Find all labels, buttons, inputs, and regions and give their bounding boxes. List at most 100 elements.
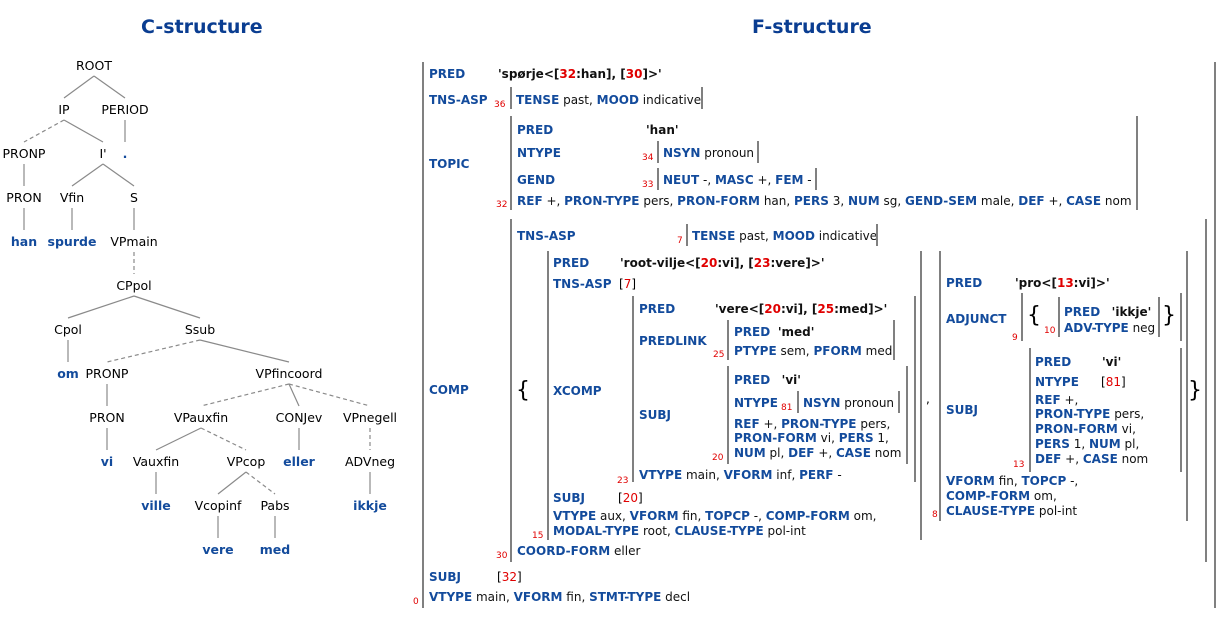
tree-node-med: med — [260, 542, 290, 557]
tree-node-period: PERIOD — [101, 102, 148, 117]
conj2-features-2: COMP-FORM om, — [946, 489, 1057, 503]
fs-tns-asp-label: TNS-ASP — [429, 93, 488, 107]
topic-features: REF +, PRON-TYPE pers, PRON-FORM han, PE… — [517, 194, 1132, 208]
outer-right-bar — [1214, 62, 1216, 608]
tree-node-dot: . — [123, 146, 128, 161]
topic-left-bar — [510, 116, 512, 210]
tns-asp-left-bar — [510, 87, 512, 109]
adjunct-right-bar — [1180, 293, 1182, 341]
conj1-pred-value: 'root-vilje<[20:vi], [23:vere]>' — [620, 256, 825, 270]
xcomp-subj-ntype-value: NSYN pronoun — [803, 396, 895, 410]
adjunct-index: 9 — [1012, 333, 1018, 343]
conj2-subj-label: SUBJ — [946, 403, 978, 417]
conj2-subj-index: 13 — [1013, 460, 1025, 470]
topic-ntype-right-bar — [757, 141, 759, 163]
comp-label: COMP — [429, 383, 469, 397]
c-structure-title: C-structure — [141, 16, 263, 38]
tree-node-om: om — [57, 366, 79, 381]
conj2-subj-pred-label: PRED — [1035, 355, 1072, 369]
fs-pred-label: PRED — [429, 67, 466, 81]
tree-node-vpmain: VPmain — [110, 234, 157, 249]
conj2-subj-features-1: REF +, — [1035, 393, 1079, 407]
predlink-features: PTYPE sem, PFORM med — [734, 344, 893, 358]
tree-node-spurde: spurde — [48, 234, 97, 249]
tree-edge-vpcop-pabs — [245, 471, 276, 495]
tree-node-advneg: ADVneg — [345, 454, 395, 469]
conj1-features-1: VTYPE aux, VFORM fin, TOPCP -, COMP-FORM… — [553, 509, 877, 523]
comp-right-bar — [1205, 219, 1207, 562]
xcomp-subj-label: SUBJ — [639, 408, 671, 422]
coord-form: COORD-FORM eller — [517, 544, 641, 558]
conj2-features-3: CLAUSE-TYPE pol-int — [946, 504, 1078, 518]
tree-node-cppol: CPpol — [116, 278, 151, 293]
tree-edge-vpauxfin-vauxfin — [155, 427, 202, 451]
adjunct-features: ADV-TYPE neg — [1064, 321, 1156, 335]
conj2-features-1: VFORM fin, TOPCP -, — [946, 474, 1079, 488]
comp-tns-right-bar — [876, 224, 878, 246]
fs-subj-ref: [32] — [497, 570, 522, 584]
conj2-subj-features-2: PRON-TYPE pers, — [1035, 407, 1145, 421]
topic-pred-label: PRED — [517, 123, 554, 137]
topic-ntype-label: NTYPE — [517, 146, 561, 160]
conj2-subj-right-bar — [1180, 348, 1182, 472]
predlink-label: PREDLINK — [639, 334, 707, 348]
conj-separator: , — [926, 392, 930, 406]
predlink-right-bar — [893, 320, 895, 360]
xcomp-subj-ntype-label: NTYPE — [734, 396, 778, 410]
topic-ntype-left-bar — [657, 141, 659, 163]
tree-node-vpcop: VPcop — [227, 454, 266, 469]
topic-ntype-index: 34 — [642, 153, 654, 163]
fs-tns-asp-index: 36 — [494, 100, 506, 110]
tree-node-vpnegell: VPnegell — [343, 410, 397, 425]
topic-ntype-value: NSYN pronoun — [663, 146, 755, 160]
tree-node-pron2: PRON — [89, 410, 124, 425]
fs-subj-label: SUBJ — [429, 570, 461, 584]
conj2-subj-features-5: DEF +, CASE nom — [1035, 452, 1149, 466]
outer-left-bar — [422, 62, 424, 608]
xcomp-subj-ntype-left-bar — [797, 391, 799, 413]
predlink-left-bar — [727, 320, 729, 360]
topic-label: TOPIC — [429, 157, 470, 171]
xcomp-index: 23 — [617, 476, 629, 486]
tree-node-vpfincoord: VPfincoord — [256, 366, 323, 381]
root-features: VTYPE main, VFORM fin, STMT-TYPE decl — [429, 590, 691, 604]
conj1-tns-asp-label: TNS-ASP — [553, 277, 612, 291]
xcomp-label: XCOMP — [553, 384, 602, 398]
xcomp-subj-ntype-index: 81 — [781, 403, 793, 413]
xcomp-subj-features-3: NUM pl, DEF +, CASE nom — [734, 446, 902, 460]
xcomp-subj-right-bar — [906, 366, 908, 464]
xcomp-pred-value: 'vere<[20:vi], [25:med]>' — [715, 302, 888, 316]
fs-pred-value: 'spørje<[32:han], [30]>' — [498, 67, 662, 81]
xcomp-features: VTYPE main, VFORM inf, PERF - — [639, 468, 842, 482]
tree-node-ibar: I' — [99, 146, 106, 161]
tree-edge-vpcop-vcopinf — [217, 471, 247, 495]
adjunct-inner-left-bar — [1058, 297, 1060, 337]
tree-edge-ip-pronp1 — [23, 119, 65, 143]
open-brace: { — [516, 378, 530, 403]
adjunct-pred: PRED 'ikkje' — [1064, 305, 1152, 319]
tree-node-ip: IP — [58, 102, 70, 117]
tree-node-vcopinf: Vcopinf — [195, 498, 242, 513]
tree-edge-vpfincoord-vpnegell — [288, 383, 371, 407]
comp-index: 30 — [496, 551, 508, 561]
xcomp-subj-left-bar — [727, 366, 729, 464]
tree-node-pronp2: PRONP — [86, 366, 129, 381]
conj1-left-bar — [547, 251, 549, 540]
conj1-tns-asp-ref: [7] — [619, 277, 637, 291]
xcomp-subj-ntype-right-bar — [898, 391, 900, 413]
topic-gend-right-bar — [815, 168, 817, 190]
topic-gend-value: NEUT -, MASC +, FEM - — [663, 173, 812, 187]
tree-node-pronp1: PRONP — [3, 146, 46, 161]
tree-node-root: ROOT — [76, 58, 112, 73]
xcomp-subj-index: 20 — [712, 453, 724, 463]
xcomp-pred-label: PRED — [639, 302, 676, 316]
tree-node-ssub: Ssub — [185, 322, 215, 337]
tree-edge-ip-ibar — [63, 119, 104, 143]
adjunct-inner-right-bar — [1158, 297, 1160, 337]
close-brace: } — [1188, 378, 1202, 403]
tree-node-pron1: PRON — [6, 190, 41, 205]
predlink-pred: PRED 'med' — [734, 325, 815, 339]
conj1-pred-label: PRED — [553, 256, 590, 270]
conj1-subj-label: SUBJ — [553, 491, 585, 505]
